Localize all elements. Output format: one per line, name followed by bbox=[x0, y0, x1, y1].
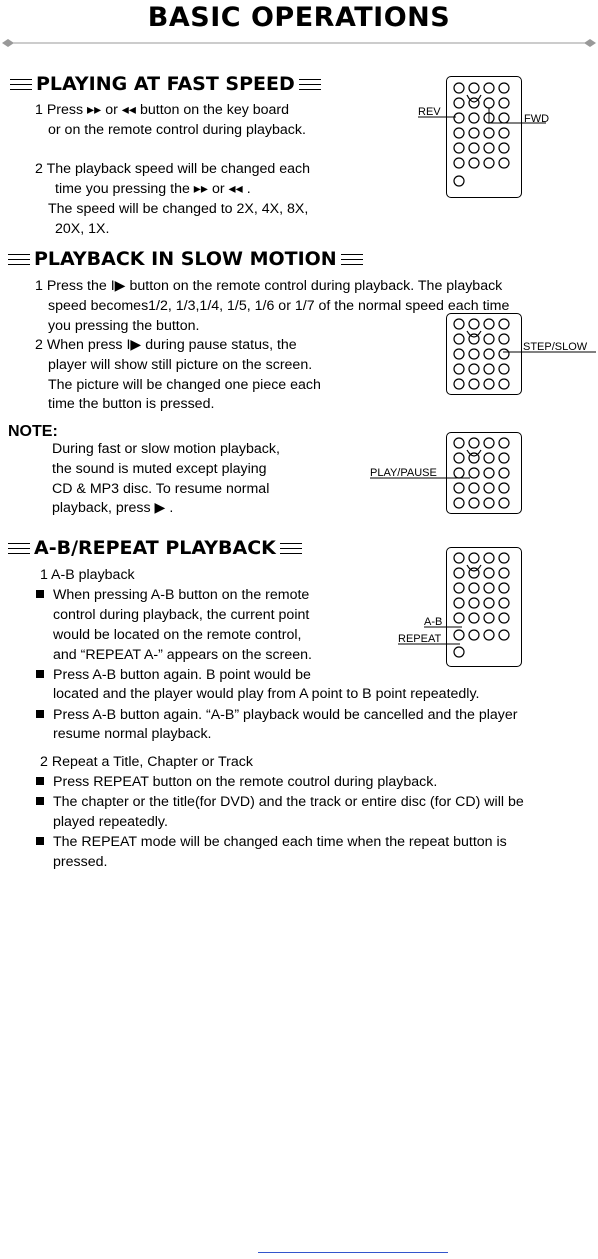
section-heading-ab: A-B/REPEAT PLAYBACK bbox=[4, 537, 306, 559]
ab-label: A-B bbox=[424, 616, 443, 628]
section-heading-fast: PLAYING AT FAST SPEED bbox=[6, 73, 325, 95]
repeat-subheading: 2 Repeat a Title, Chapter or Track bbox=[40, 754, 253, 770]
footer-link-underline[interactable] bbox=[258, 1252, 448, 1254]
section-heading-text: PLAYBACK IN SLOW MOTION bbox=[34, 248, 337, 270]
ab-bullet-line: Press A-B button again. “A-B” playback w… bbox=[36, 705, 518, 726]
slow-line: speed becomes1/2, 1/3,1/4, 1/5, 1/6 or 1… bbox=[48, 298, 510, 314]
heading-bars-icon bbox=[8, 542, 30, 555]
bullet-square-icon bbox=[36, 670, 44, 678]
remote-control-diagram bbox=[446, 313, 522, 395]
remote-buttons bbox=[453, 437, 510, 509]
remote-control-diagram bbox=[446, 76, 522, 198]
fwd-label: FWD bbox=[524, 113, 550, 125]
note-line: the sound is muted except playing bbox=[52, 461, 267, 477]
bullet-text: Press REPEAT button on the remote coutro… bbox=[53, 774, 438, 790]
repeat-bullet-line: Press REPEAT button on the remote coutro… bbox=[36, 772, 437, 793]
remote-buttons bbox=[453, 318, 510, 390]
bullet-square-icon bbox=[36, 777, 44, 785]
slow-line: you pressing the button. bbox=[48, 318, 200, 334]
slow-line: The picture will be changed one piece ea… bbox=[48, 377, 321, 393]
ab-bullet-cont: would be located on the remote control, bbox=[53, 627, 302, 643]
title-divider bbox=[2, 39, 596, 47]
note-line: CD & MP3 disc. To resume normal bbox=[52, 481, 270, 497]
play-pause-label: PLAY/PAUSE bbox=[370, 467, 437, 479]
ab-bullet-cont: and “REPEAT A-” appears on the screen. bbox=[53, 647, 312, 663]
ab-bullet-cont: located and the player would play from A… bbox=[53, 686, 480, 702]
rev-leader-line bbox=[418, 116, 456, 118]
bullet-square-icon bbox=[36, 590, 44, 598]
bullet-text: When pressing A-B button on the remote bbox=[53, 587, 310, 603]
heading-bars-icon bbox=[340, 253, 363, 266]
ab-bullet-cont: control during playback, the current poi… bbox=[53, 607, 310, 623]
remote-buttons bbox=[453, 82, 510, 187]
remote-control-diagram bbox=[446, 547, 522, 667]
fast-line: The speed will be changed to 2X, 4X, 8X, bbox=[48, 201, 309, 217]
bullet-text: The REPEAT mode will be changed each tim… bbox=[53, 834, 507, 850]
ab-bullet-line: Press A-B button again. B point would be bbox=[36, 665, 311, 686]
heading-bars-icon bbox=[8, 253, 30, 266]
rev-label: REV bbox=[418, 106, 441, 118]
repeat-bullet-cont: played repeatedly. bbox=[53, 814, 168, 830]
note-heading: NOTE: bbox=[8, 423, 58, 440]
repeat-label: REPEAT bbox=[398, 633, 442, 645]
fast-line: time you pressing the ▸▸ or ◂◂ . bbox=[55, 181, 251, 197]
ab-leader-line bbox=[424, 626, 462, 628]
bullet-text: Press A-B button again. B point would be bbox=[53, 667, 311, 683]
fwd-leader-line bbox=[488, 108, 546, 124]
bullet-text: Press A-B button again. “A-B” playback w… bbox=[53, 707, 518, 723]
ab-subheading: 1 A-B playback bbox=[40, 567, 135, 583]
heading-bars-icon bbox=[298, 78, 321, 91]
slow-line: 1 Press the I▶ button on the remote cont… bbox=[35, 278, 503, 294]
fast-line: 1 Press ▸▸ or ◂◂ button on the key board bbox=[35, 102, 290, 118]
remote-buttons bbox=[453, 552, 510, 658]
bullet-square-icon bbox=[36, 837, 44, 845]
section-heading-text: A-B/REPEAT PLAYBACK bbox=[34, 537, 276, 559]
step-leader-line bbox=[503, 351, 596, 353]
repeat-leader-line bbox=[398, 643, 460, 645]
repeat-bullet-cont: pressed. bbox=[53, 854, 108, 870]
repeat-bullet-line: The REPEAT mode will be changed each tim… bbox=[36, 832, 507, 853]
slow-line: time the button is pressed. bbox=[48, 396, 215, 412]
fast-line: 2 The playback speed will be changed eac… bbox=[35, 161, 311, 177]
note-line: playback, press ▶ . bbox=[52, 500, 174, 516]
section-heading-text: PLAYING AT FAST SPEED bbox=[36, 73, 295, 95]
page-title: BASIC OPERATIONS bbox=[147, 2, 451, 33]
play-leader-line bbox=[370, 477, 470, 479]
step-slow-label: STEP/SLOW bbox=[523, 341, 588, 353]
bullet-square-icon bbox=[36, 797, 44, 805]
ab-bullet-line: When pressing A-B button on the remote bbox=[36, 585, 309, 606]
slow-line: 2 When press I▶ during pause status, the bbox=[35, 337, 297, 353]
note-line: During fast or slow motion playback, bbox=[52, 441, 280, 457]
ab-bullet-cont: resume normal playback. bbox=[53, 726, 212, 742]
fast-line: or on the remote control during playback… bbox=[48, 122, 306, 138]
slow-line: player will show still picture on the sc… bbox=[48, 357, 313, 373]
repeat-bullet-line: The chapter or the title(for DVD) and th… bbox=[36, 792, 524, 813]
fast-line: 20X, 1X. bbox=[55, 221, 110, 237]
bullet-square-icon bbox=[36, 710, 44, 718]
remote-control-diagram bbox=[446, 432, 522, 514]
heading-bars-icon bbox=[10, 78, 32, 91]
section-heading-slow: PLAYBACK IN SLOW MOTION bbox=[4, 248, 367, 270]
bullet-text: The chapter or the title(for DVD) and th… bbox=[53, 794, 524, 810]
heading-bars-icon bbox=[279, 542, 302, 555]
